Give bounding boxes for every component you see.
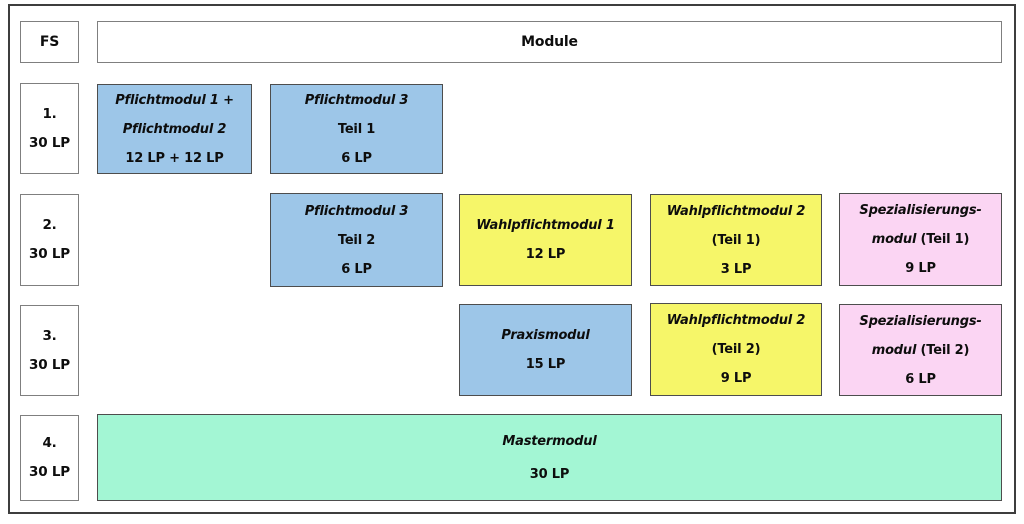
module-title: Pflichtmodul 3 [304,203,409,219]
module-header-label: Module [521,34,578,50]
semester-number: 1. [42,105,57,122]
module-box-spezialisierungsmodul-teil-2: Spezialisierungs- modul (Teil 2) 6 LP [839,304,1002,396]
semester-number: 3. [42,327,57,344]
module-box-praxismodul: Praxismodul 15 LP [459,304,632,396]
module-box-pflichtmodul-3-teil-2: Pflichtmodul 3 Teil 2 6 LP [270,193,443,287]
module-box-mastermodul: Mastermodul 30 LP [97,414,1002,501]
semester-box-2: 2. 30 LP [20,194,79,286]
module-box-wahlpflichtmodul-1: Wahlpflichtmodul 1 12 LP [459,194,632,286]
module-part: Teil 1 [337,121,376,137]
module-title: Wahlpflichtmodul 2 [666,313,806,328]
module-title: Wahlpflichtmodul 2 [666,203,806,219]
fs-header-label: FS [39,34,60,50]
module-part: (Teil 2) [711,342,761,357]
semester-lp: 30 LP [29,356,70,373]
module-part: modul (Teil 1) [872,225,970,254]
module-part: modul (Teil 2) [872,336,970,365]
module-title: Pflichtmodul 2 [122,121,227,137]
module-header-box: Module [97,21,1002,63]
semester-box-1: 1. 30 LP [20,83,79,174]
module-title: Spezialisierungs- [859,313,982,329]
semester-lp: 30 LP [29,246,70,262]
module-lp: 9 LP [905,261,936,276]
module-title: Praxismodul [501,328,590,343]
module-lp: 9 LP [720,371,752,386]
semester-number: 4. [42,435,57,451]
module-lp: 6 LP [905,371,936,387]
semester-lp: 30 LP [29,464,70,480]
module-lp: 3 LP [720,261,752,277]
module-box-wahlpflichtmodul-2-teil-2: Wahlpflichtmodul 2 (Teil 2) 9 LP [650,303,822,396]
outer-frame [8,4,1016,514]
module-title: Spezialisierungs- [859,203,982,218]
module-box-spezialisierungsmodul-teil-1: Spezialisierungs- modul (Teil 1) 9 LP [839,193,1002,286]
module-box-wahlpflichtmodul-2-teil-1: Wahlpflichtmodul 2 (Teil 1) 3 LP [650,194,822,286]
module-title: Pflichtmodul 3 [304,92,409,108]
module-part-fragment: (Teil 1) [916,232,970,247]
module-box-pflichtmodul-3-teil-1: Pflichtmodul 3 Teil 1 6 LP [270,84,443,174]
module-title-fragment: modul [871,342,917,358]
module-lp: 15 LP [525,357,566,372]
semester-number: 2. [42,217,57,233]
module-part: Teil 2 [337,232,376,248]
module-part-fragment: (Teil 2) [916,342,970,358]
module-title: Wahlpflichtmodul 1 [476,218,615,233]
module-lp: 30 LP [529,466,570,482]
module-lp: 12 LP + 12 LP [125,150,224,166]
fs-header-box: FS [20,21,79,63]
module-title: Pflichtmodul 1 + [115,92,234,108]
module-part: (Teil 1) [711,232,761,248]
module-lp: 12 LP [525,247,566,262]
module-title: Mastermodul [502,433,597,449]
module-lp: 6 LP [341,261,372,277]
semester-box-4: 4. 30 LP [20,415,79,501]
module-box-pflichtmodul-1-2: Pflichtmodul 1 + Pflichtmodul 2 12 LP + … [97,84,252,174]
module-lp: 6 LP [341,150,372,166]
module-title-fragment: modul [871,232,917,247]
semester-box-3: 3. 30 LP [20,305,79,396]
semester-lp: 30 LP [29,134,70,151]
